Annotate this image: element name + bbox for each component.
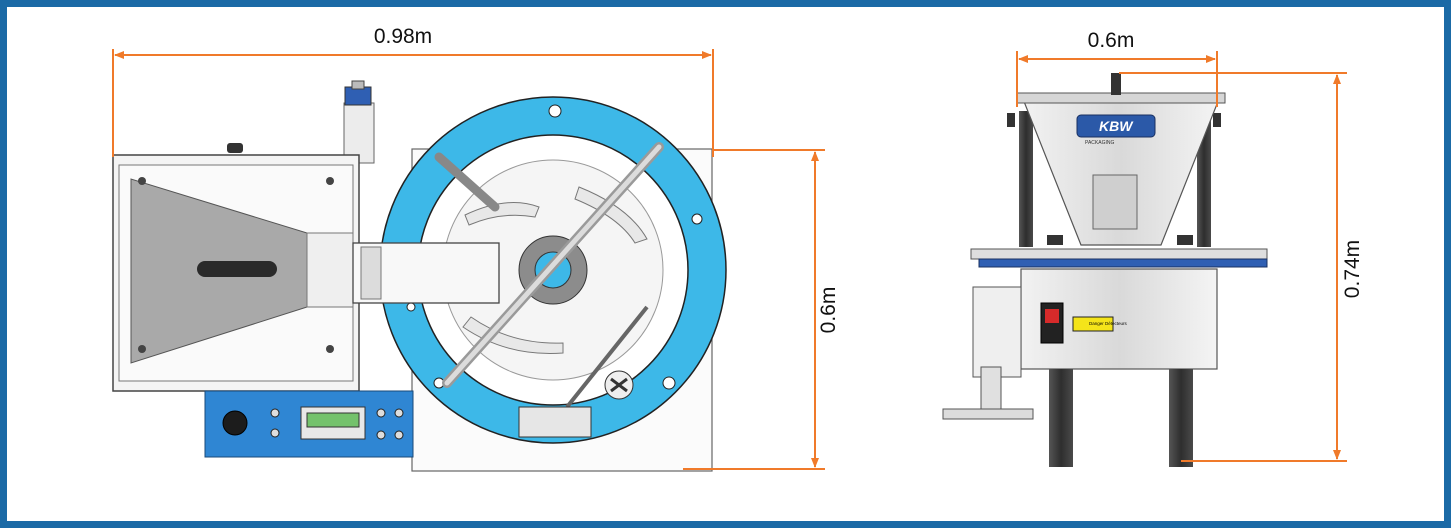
chute: [352, 242, 500, 304]
feeder-cap: [344, 86, 372, 106]
side-mechanism: [972, 286, 1022, 378]
warning-text: Danger Détecteurs: [1089, 321, 1128, 326]
dimension-width-front: 0.6m: [1016, 29, 1218, 107]
dimension-depth-top: 0.6m: [683, 149, 840, 470]
blue-disc-edge: [978, 258, 1268, 268]
dimension-label-height: 0.74m: [1341, 240, 1364, 298]
dimension-drawing: 0.98m 0.6m KBW PACKAGING Danger Détecteu…: [112, 25, 1364, 472]
left-post: [1019, 111, 1033, 247]
warning-label: [1072, 316, 1114, 332]
dimension-label-front-width: 0.6m: [1088, 29, 1135, 52]
control-panel: [204, 390, 414, 458]
feeder-cylinder: [343, 102, 375, 164]
left-leg: [1049, 369, 1073, 467]
brand-logo: KBW: [1099, 118, 1134, 134]
dimension-height-front: 0.74m: [1119, 72, 1364, 462]
brand-plate: [1076, 114, 1156, 138]
dimension-width-top: 0.98m: [112, 25, 714, 157]
dimension-label-width: 0.98m: [374, 25, 432, 48]
hopper: [112, 143, 360, 392]
rotary-ring: [379, 96, 727, 444]
right-leg: [1169, 369, 1193, 467]
table-plate: [970, 248, 1268, 260]
brand-subtext: PACKAGING: [1085, 140, 1114, 146]
hopper-slot: [197, 261, 277, 277]
drawing-canvas: 0.98m 0.6m KBW PACKAGING Danger Détecteu…: [7, 7, 1444, 521]
dimension-label-depth: 0.6m: [817, 287, 840, 334]
top-view-machine: [112, 80, 727, 472]
front-view-machine: KBW PACKAGING Danger Détecteurs: [942, 73, 1268, 467]
